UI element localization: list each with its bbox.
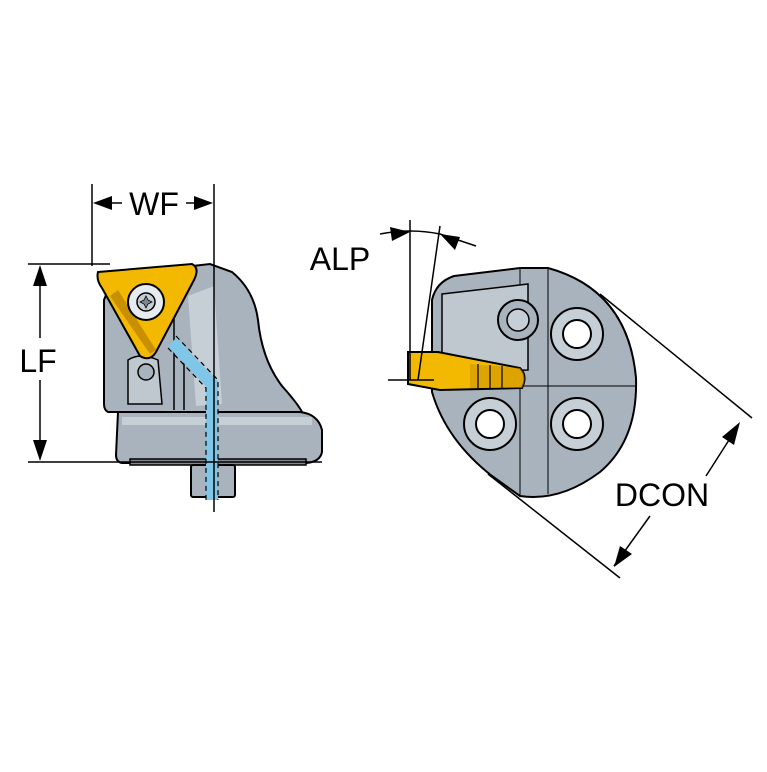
clamp-screw-inner [506, 308, 530, 332]
clamp-screw-head [137, 363, 155, 381]
alp-arrow-left [390, 227, 410, 241]
dcon-label: DCON [615, 477, 709, 513]
front-view: ALP DCON [310, 220, 753, 579]
lf-arrow-bottom [33, 440, 47, 461]
bolt-hole-icon [550, 397, 604, 451]
dcon-arrow-bottom [614, 546, 632, 567]
insert-shadow [110, 290, 156, 354]
alp-ext-angled [417, 225, 441, 381]
wf-arrow-left [93, 196, 112, 210]
front-insert-shade [470, 364, 525, 388]
alp-label: ALP [310, 241, 370, 277]
dcon-ext-bottom [487, 473, 621, 579]
side-view: WF LF [19, 184, 323, 512]
wf-arrow-right [194, 196, 213, 210]
lf-label: LF [19, 343, 56, 379]
alp-arrow-right [440, 234, 460, 250]
bolt-hole-icon [550, 307, 604, 361]
lf-arrow-top [33, 265, 47, 286]
wf-label: WF [129, 186, 179, 222]
dcon-arrow-top [722, 422, 740, 445]
dcon-ext-top [599, 293, 753, 419]
torx-star [139, 295, 153, 309]
alp-arc [379, 230, 477, 247]
bolt-hole-icon [463, 397, 517, 451]
